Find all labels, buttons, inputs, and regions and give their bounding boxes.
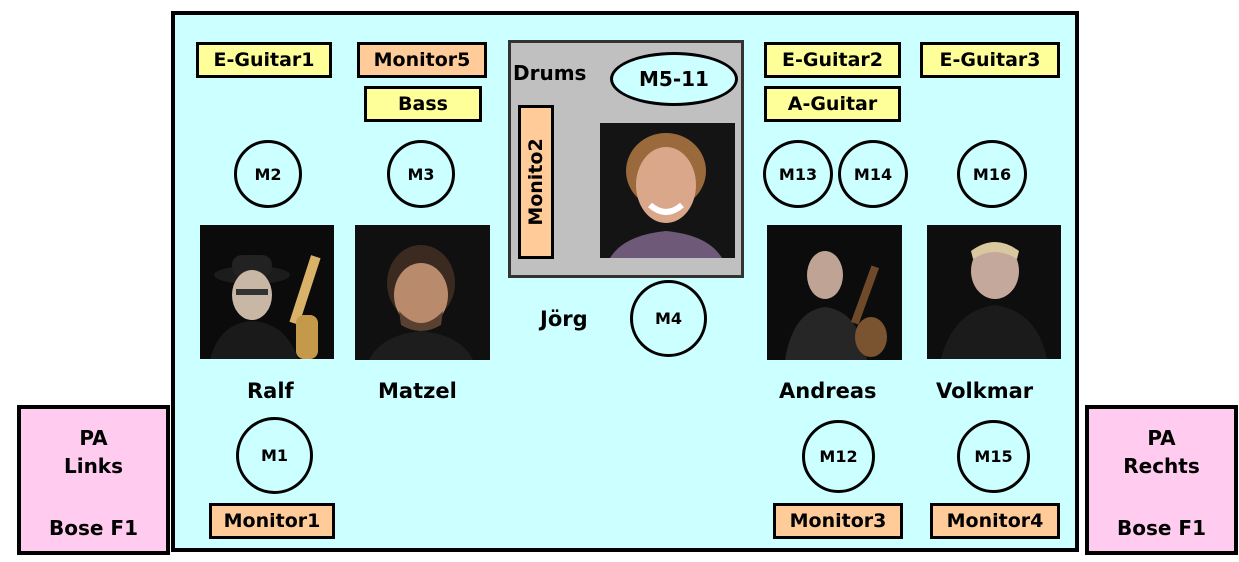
mic-m2: M2 (234, 140, 302, 208)
photo-joerg (600, 123, 735, 258)
photo-matzel-image (355, 225, 490, 360)
mic-m3: M3 (387, 140, 455, 208)
mic-m15: M15 (957, 420, 1030, 493)
mic-m14: M14 (838, 140, 908, 208)
musician-matzel: Matzel (378, 379, 457, 403)
monitor2-box: Monito2 (518, 105, 554, 259)
pa-right-side: Rechts (1123, 454, 1200, 478)
bass-label: Bass (364, 86, 482, 122)
photo-matzel (355, 225, 490, 360)
eguitar3-label: E-Guitar3 (920, 42, 1060, 78)
eguitar2-label: E-Guitar2 (764, 42, 901, 78)
monitor3-label: Monitor3 (773, 503, 903, 539)
photo-volkmar-image (927, 225, 1061, 359)
monitor5-label: Monitor5 (357, 42, 487, 78)
mic-m12: M12 (802, 420, 875, 493)
photo-joerg-image (600, 123, 735, 258)
eguitar1-label: E-Guitar1 (196, 42, 332, 78)
photo-ralf-image (200, 225, 334, 359)
musician-andreas: Andreas (779, 379, 877, 403)
pa-right-label: PA (1147, 426, 1176, 450)
mic-m4: M4 (630, 280, 707, 357)
pa-left-label: PA (79, 426, 108, 450)
drums-label: Drums (513, 61, 587, 85)
photo-ralf (200, 225, 334, 359)
monitor2-label: Monito2 (525, 138, 547, 226)
aguitar-label: A-Guitar (764, 86, 901, 122)
monitor4-label: Monitor4 (930, 503, 1060, 539)
mic-m13: M13 (763, 140, 833, 208)
musician-joerg: Jörg (540, 307, 588, 331)
photo-andreas (767, 225, 902, 360)
pa-left-side: Links (63, 454, 124, 478)
mic-m16: M16 (957, 140, 1027, 208)
mic-m1: M1 (236, 417, 313, 494)
pa-right: PA Rechts Bose F1 (1085, 405, 1238, 555)
photo-volkmar (927, 225, 1061, 359)
monitor1-label: Monitor1 (209, 503, 335, 539)
pa-left: PA Links Bose F1 (17, 405, 170, 555)
mic-m5-11: M5-11 (610, 52, 738, 106)
musician-volkmar: Volkmar (936, 379, 1034, 403)
pa-left-model: Bose F1 (49, 516, 138, 540)
photo-andreas-image (767, 225, 902, 360)
musician-ralf: Ralf (247, 379, 294, 403)
pa-right-model: Bose F1 (1117, 516, 1206, 540)
